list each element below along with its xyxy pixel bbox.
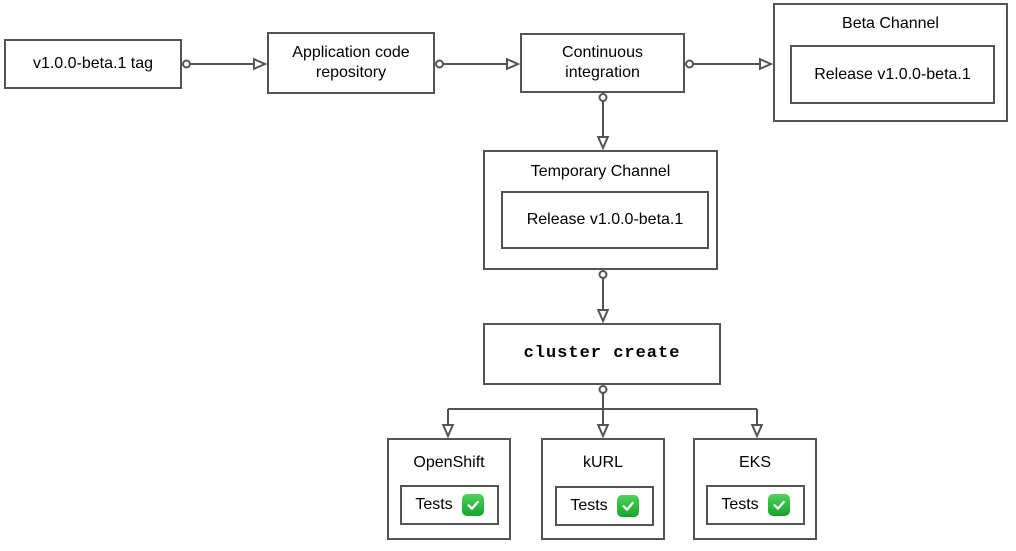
connector-temporary-channel-to-cluster-create xyxy=(596,270,610,324)
container-temporary-channel: Temporary Channel Release v1.0.0-beta.1 xyxy=(483,150,718,270)
node-kurl-tests: Tests xyxy=(555,486,654,526)
container-eks: EKS Tests xyxy=(693,438,817,540)
check-mark-icon xyxy=(461,494,484,516)
node-beta-release: Release v1.0.0-beta.1 xyxy=(790,45,995,104)
connector-ci-to-beta-channel xyxy=(685,57,774,71)
node-beta-release-label: Release v1.0.0-beta.1 xyxy=(814,65,971,83)
connector-ci-to-temporary-channel xyxy=(596,93,610,151)
container-kurl: kURL Tests xyxy=(541,438,665,540)
eks-tests-label: Tests xyxy=(721,496,759,513)
kurl-title: kURL xyxy=(582,454,623,471)
beta-channel-title: Beta Channel xyxy=(842,15,939,32)
node-continuous-integration-label: Continuous integration xyxy=(562,44,643,81)
node-eks-tests: Tests xyxy=(706,485,805,525)
node-version-tag-label: v1.0.0-beta.1 tag xyxy=(32,55,154,72)
node-cluster-create-label: cluster create xyxy=(523,344,681,363)
node-application-code-repository: Application code repository xyxy=(267,32,435,94)
node-application-code-repository-label: Application code repository xyxy=(292,44,410,81)
node-version-tag: v1.0.0-beta.1 tag xyxy=(4,39,182,89)
container-openshift: OpenShift Tests xyxy=(387,438,511,540)
connector-tag-to-repo xyxy=(182,57,268,71)
eks-title: EKS xyxy=(738,454,771,471)
node-temporary-release: Release v1.0.0-beta.1 xyxy=(501,191,709,249)
node-continuous-integration: Continuous integration xyxy=(520,33,685,93)
check-mark-icon xyxy=(616,495,639,517)
node-temporary-release-label: Release v1.0.0-beta.1 xyxy=(526,211,684,228)
connector-cluster-create-to-platforms xyxy=(441,385,764,439)
container-beta-channel: Beta Channel Release v1.0.0-beta.1 xyxy=(773,3,1008,122)
node-openshift-tests: Tests xyxy=(400,485,499,525)
temporary-channel-title: Temporary Channel xyxy=(530,163,671,180)
node-cluster-create: cluster create xyxy=(483,323,721,385)
openshift-tests-label: Tests xyxy=(415,496,453,513)
openshift-title: OpenShift xyxy=(413,454,485,471)
check-mark-icon xyxy=(767,494,790,516)
kurl-tests-label: Tests xyxy=(570,497,608,514)
connector-repo-to-ci xyxy=(435,57,521,71)
